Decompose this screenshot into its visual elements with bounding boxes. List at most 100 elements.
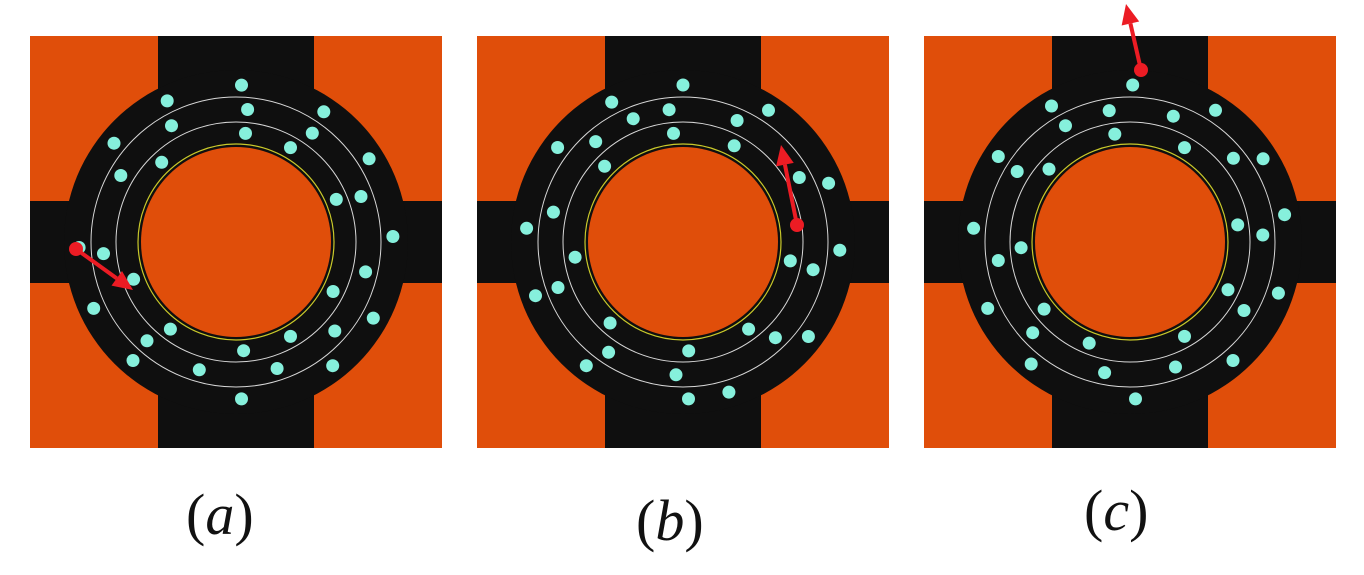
panel-b-lane-line-outer <box>537 96 829 388</box>
panel-a-center-island <box>141 147 331 337</box>
vehicle-dot <box>366 311 380 325</box>
vehicle-dot <box>1278 208 1292 222</box>
panel-b-center-island <box>588 147 778 337</box>
vehicle-dot <box>97 247 110 261</box>
vehicle-dot <box>1209 103 1222 117</box>
caption-c-open: ( <box>1084 478 1104 543</box>
panel-c-lane-line-outer <box>984 96 1276 388</box>
highlighted-vehicle <box>69 242 83 256</box>
vehicle-dot <box>792 171 806 184</box>
vehicle-dot <box>127 272 141 286</box>
vehicle-dot <box>568 250 582 264</box>
panel-a-diagram <box>30 36 442 448</box>
panel-b-vehicles <box>520 78 847 406</box>
vehicle-dot <box>87 301 101 315</box>
vehicle-dot <box>768 331 782 345</box>
panel-b-diagram <box>477 36 889 448</box>
vehicle-dot <box>1226 151 1240 165</box>
vehicle-dot <box>579 359 593 373</box>
vehicle-dot <box>589 135 603 149</box>
vehicle-dot <box>284 329 297 343</box>
vehicle-dot <box>806 263 820 277</box>
vehicle-dot <box>326 359 340 373</box>
panel-c-highlight-arrow <box>1121 4 1148 77</box>
vehicle-dot <box>163 322 177 336</box>
arrow-head <box>1121 4 1140 26</box>
vehicle-dot <box>1178 141 1191 155</box>
vehicle-dot <box>328 324 342 338</box>
vehicle-dot <box>603 316 617 330</box>
vehicle-dot <box>991 254 1005 267</box>
vehicle-dot <box>1026 326 1040 340</box>
vehicle-dot <box>165 119 178 133</box>
vehicle-dot <box>362 152 376 166</box>
vehicle-dot <box>762 103 775 117</box>
panel-a-lane-line-outer <box>90 96 382 388</box>
vehicle-dot <box>1166 109 1180 123</box>
panel-b-highlight-arrow <box>776 145 804 232</box>
vehicle-dot <box>140 334 154 348</box>
vehicle-dot <box>155 155 169 169</box>
panel-a-vehicles <box>72 78 400 406</box>
vehicle-dot <box>386 230 400 243</box>
highlighted-vehicle <box>790 218 804 232</box>
vehicle-dot <box>667 126 680 140</box>
highlighted-vehicle <box>1134 63 1148 77</box>
caption-a-close: ) <box>234 482 254 547</box>
vehicle-dot <box>1037 302 1051 316</box>
vehicle-dot <box>727 139 741 153</box>
vehicle-dot <box>783 254 797 268</box>
vehicle-dot <box>235 78 248 92</box>
arrow-shaft <box>782 164 799 226</box>
vehicle-dot <box>742 322 756 336</box>
vehicle-dot <box>598 159 612 173</box>
vehicle-dot <box>682 392 695 406</box>
caption-b: (b) <box>636 492 704 550</box>
vehicle-dot <box>1108 127 1122 141</box>
panel-a-lane-line-inner <box>115 121 357 363</box>
vehicle-dot <box>1129 392 1142 406</box>
vehicle-dot <box>1237 304 1251 317</box>
vehicle-dot <box>1231 218 1245 232</box>
vehicle-dot <box>241 103 255 116</box>
panel-a-highlight-arrow <box>69 242 133 290</box>
vehicle-dot <box>1178 329 1191 343</box>
caption-a-open: ( <box>186 482 206 547</box>
arrow-shaft <box>1128 23 1143 71</box>
vehicle-dot <box>305 126 319 140</box>
vehicle-dot <box>551 281 565 294</box>
panel-c-diagram <box>924 4 1336 448</box>
vehicle-dot <box>317 105 331 119</box>
vehicle-dot <box>605 95 619 109</box>
vehicle-dot <box>126 354 140 367</box>
arrow-head <box>111 271 133 290</box>
caption-b-letter: b <box>655 488 685 553</box>
vehicle-dot <box>1256 152 1270 166</box>
vehicle-dot <box>1098 366 1112 380</box>
vehicle-dot <box>551 141 565 154</box>
vehicle-dot <box>1042 162 1056 176</box>
vehicle-dot <box>237 344 251 358</box>
caption-c-letter: c <box>1103 478 1130 543</box>
caption-c: (c) <box>1084 482 1148 540</box>
vehicle-dot <box>730 114 744 127</box>
panel-a-inner-edge <box>137 143 335 341</box>
caption-c-close: ) <box>1129 478 1149 543</box>
vehicle-dot <box>1221 283 1235 297</box>
vehicle-dot <box>1102 104 1116 118</box>
vehicle-dot <box>1059 119 1072 133</box>
vehicle-dot <box>160 94 174 108</box>
vehicle-dot <box>235 392 248 406</box>
vehicle-dot <box>329 192 343 206</box>
vehicle-dot <box>520 221 534 235</box>
caption-b-open: ( <box>636 488 656 553</box>
panel-c-lane-line-inner <box>1009 121 1251 363</box>
vehicle-dot <box>114 169 128 182</box>
vehicle-dot <box>529 289 542 303</box>
vehicle-dot <box>1126 78 1140 92</box>
vehicle-dot <box>722 385 736 399</box>
vehicle-dot <box>192 363 206 377</box>
vehicle-dot <box>662 103 676 117</box>
vehicle-dot <box>1169 360 1182 374</box>
vehicle-dot <box>284 141 297 155</box>
